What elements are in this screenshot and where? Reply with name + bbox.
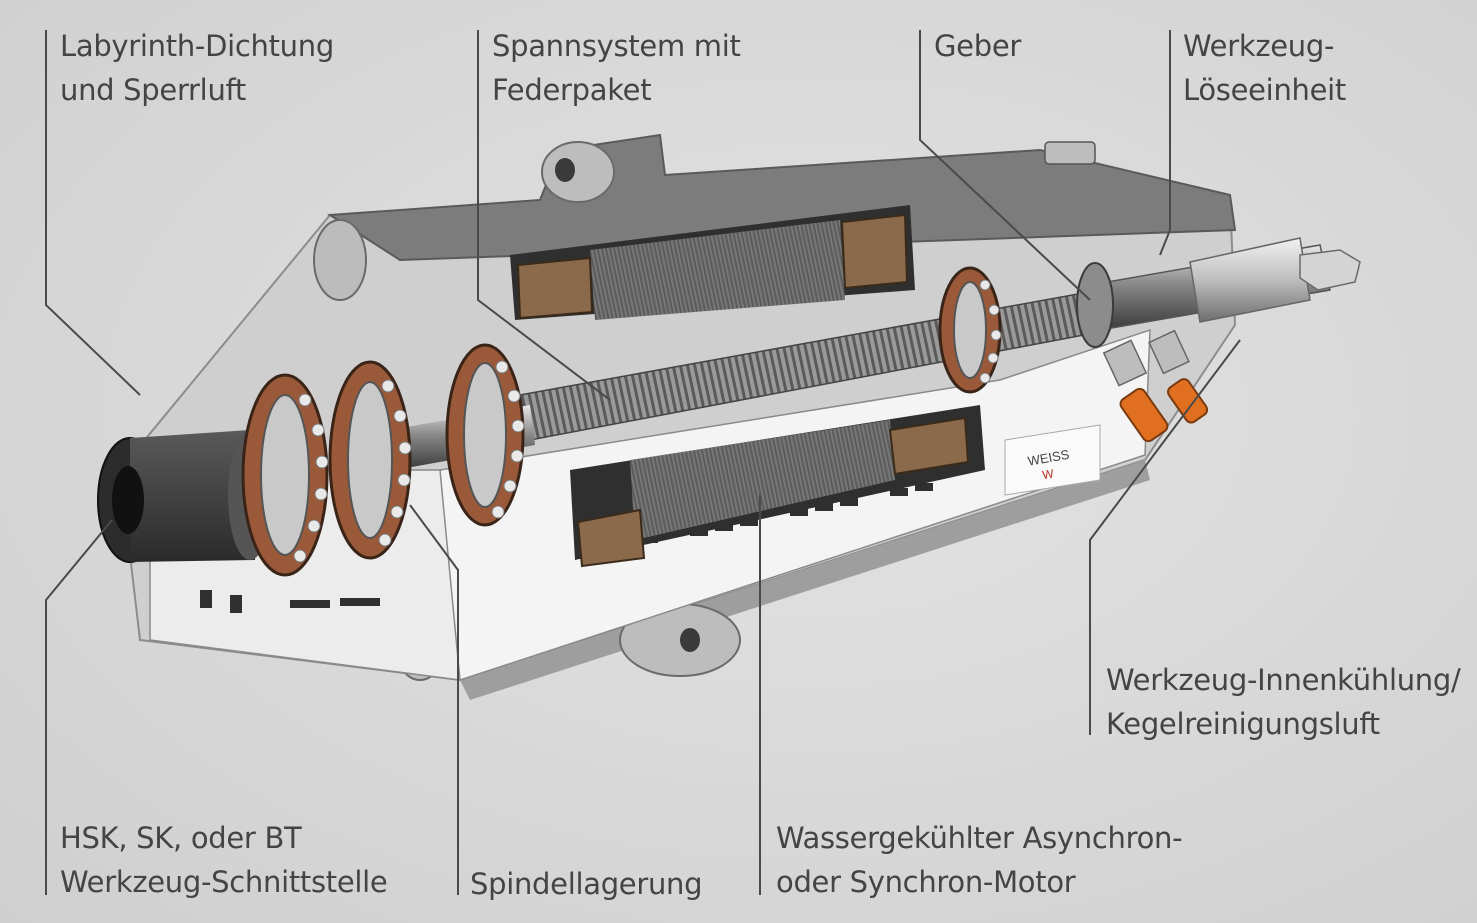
leader-geber bbox=[919, 30, 1091, 301]
stator-lower bbox=[570, 405, 985, 568]
spindle-shaft bbox=[97, 237, 1361, 563]
leader-lagerung bbox=[409, 504, 459, 895]
label-line: Spannsystem mit bbox=[492, 29, 741, 63]
label-line: Spindellagerung bbox=[470, 867, 703, 901]
label-labyrinth-dichtung: Labyrinth-Dichtung und Sperrluft bbox=[60, 24, 334, 112]
label-line: Werkzeug- bbox=[1183, 29, 1335, 63]
label-line: Kegelreinigungsluft bbox=[1106, 707, 1380, 741]
label-line: Wassergekühlter Asynchron- bbox=[776, 821, 1183, 855]
label-geber: Geber bbox=[934, 24, 1021, 68]
label-line: Labyrinth-Dichtung bbox=[60, 29, 334, 63]
label-werkzeug-loeseeinheit: Werkzeug- Löseeinheit bbox=[1183, 24, 1346, 112]
label-line: Werkzeug-Schnittstelle bbox=[60, 865, 388, 899]
logo-plate: WEISS W bbox=[1004, 424, 1101, 496]
label-werkzeug-innenkuehlung: Werkzeug-Innenkühlung/ Kegelreinigungslu… bbox=[1106, 658, 1461, 746]
stator-upper bbox=[510, 205, 915, 320]
label-spannsystem: Spannsystem mit Federpaket bbox=[492, 24, 741, 112]
label-spindellagerung: Spindellagerung bbox=[470, 862, 703, 906]
label-line: Werkzeug-Innenkühlung/ bbox=[1106, 663, 1461, 697]
label-motor: Wassergekühlter Asynchron- oder Synchron… bbox=[776, 816, 1183, 904]
coolant-fittings bbox=[1044, 141, 1209, 443]
label-line: Federpaket bbox=[492, 73, 652, 107]
leader-loese bbox=[1159, 30, 1171, 256]
spindle-bearings bbox=[241, 262, 1114, 577]
leader-innenkuehlung bbox=[1089, 339, 1241, 735]
label-line: HSK, SK, oder BT bbox=[60, 821, 302, 855]
label-werkzeug-schnittstelle: HSK, SK, oder BT Werkzeug-Schnittstelle bbox=[60, 816, 388, 904]
logo-text: WEISS bbox=[1027, 447, 1071, 469]
leader-spannsystem bbox=[477, 30, 611, 401]
logo-mark: W bbox=[1041, 466, 1055, 482]
label-line: und Sperrluft bbox=[60, 73, 246, 107]
leader-schnittstelle bbox=[45, 519, 113, 895]
label-line: Löseeinheit bbox=[1183, 73, 1346, 107]
leader-labyrinth bbox=[45, 30, 141, 396]
leader-lines bbox=[45, 30, 1241, 895]
label-line: Geber bbox=[934, 29, 1021, 63]
label-line: oder Synchron-Motor bbox=[776, 865, 1076, 899]
